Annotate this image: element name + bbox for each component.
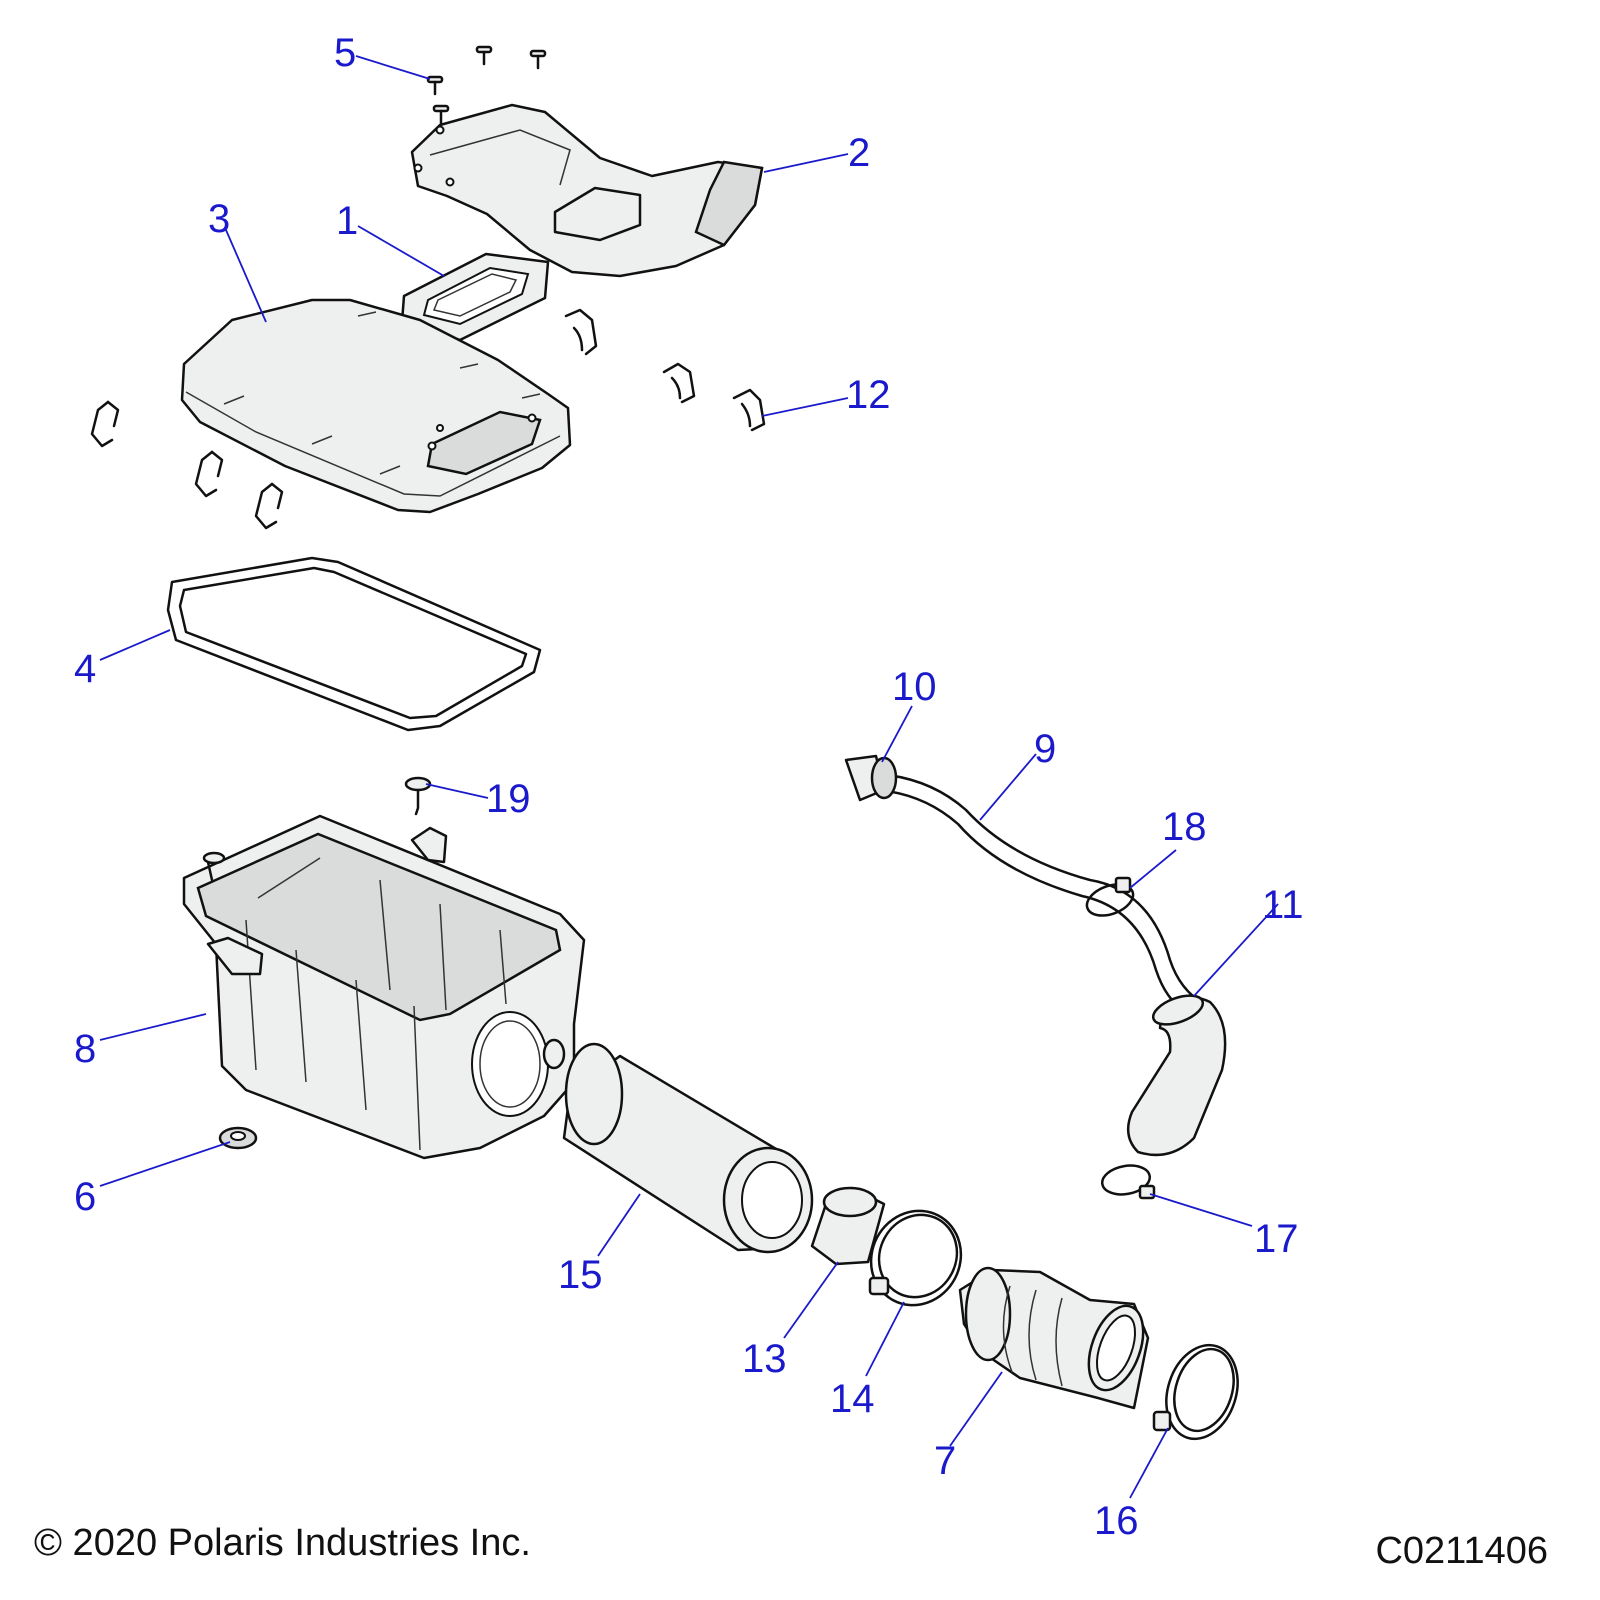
part-19-screw: [404, 776, 432, 816]
callout-15: 15: [558, 1253, 603, 1297]
leader-10: [881, 705, 913, 763]
part-16-clamp: [1152, 1343, 1239, 1441]
part-10-fitting: [870, 756, 898, 800]
part-2-intake-duct: [410, 103, 764, 278]
callout-3: 3: [208, 197, 230, 241]
diagram-id: C0211406: [1375, 1530, 1548, 1572]
callout-8: 8: [74, 1027, 96, 1071]
leader-7: [949, 1371, 1003, 1447]
callout-14: 14: [830, 1377, 875, 1421]
part-8-airbox-base: [182, 814, 586, 1160]
callout-7: 7: [934, 1439, 956, 1483]
leader-18: [1129, 849, 1177, 889]
callout-11: 11: [1262, 883, 1304, 927]
callout-19: 19: [486, 777, 531, 821]
part-18-clamp: [1085, 876, 1135, 917]
callout-17: 17: [1254, 1217, 1299, 1261]
part-7-boot: [958, 1266, 1150, 1410]
leader-4: [99, 629, 171, 661]
leader-8: [99, 1013, 207, 1041]
callout-4: 4: [74, 647, 96, 691]
leader-6: [99, 1141, 231, 1187]
leader-15: [597, 1193, 641, 1257]
part-3-airbox-cover: [180, 298, 572, 514]
part-6-grommet: [218, 1126, 258, 1150]
part-1-duct-flange: [400, 252, 550, 342]
callout-16: 16: [1094, 1499, 1139, 1543]
leader-3: [225, 229, 267, 323]
leader-1: [357, 225, 445, 277]
leader-5: [355, 55, 431, 80]
callout-10: 10: [892, 665, 937, 709]
leader-lines: [99, 55, 1279, 1499]
part-17-clamp: [1100, 1164, 1156, 1200]
callout-13: 13: [742, 1337, 787, 1381]
callout-labels: 1 2 3 4 5 6 7 8 9 10 11 12 13 14 15 16 1…: [74, 31, 1304, 1543]
leader-2: [763, 153, 849, 173]
part-5-screws: [426, 45, 547, 125]
part-14-clamp: [868, 1209, 963, 1307]
callout-12: 12: [846, 373, 891, 417]
leader-9: [979, 753, 1037, 821]
callout-6: 6: [74, 1175, 96, 1219]
callout-1: 1: [336, 199, 358, 243]
copyright-notice: © 2020 Polaris Industries Inc.: [34, 1522, 531, 1564]
callout-2: 2: [848, 131, 870, 175]
leader-13: [783, 1261, 839, 1339]
part-12-clips: [90, 308, 766, 530]
leader-14: [865, 1301, 905, 1377]
leader-11: [1193, 903, 1279, 997]
callout-18: 18: [1162, 805, 1207, 849]
part-13-sleeve: [810, 1186, 886, 1266]
part-15-air-filter: [562, 1042, 814, 1254]
part-11-elbow: [1126, 994, 1227, 1157]
part-4-seal: [166, 556, 542, 732]
leader-17: [1149, 1193, 1253, 1227]
callout-9: 9: [1034, 727, 1056, 771]
part-9-hose: [844, 754, 1206, 1014]
leader-12: [761, 397, 849, 417]
leader-19: [425, 783, 489, 799]
leader-16: [1129, 1427, 1169, 1499]
callout-5: 5: [334, 31, 356, 75]
